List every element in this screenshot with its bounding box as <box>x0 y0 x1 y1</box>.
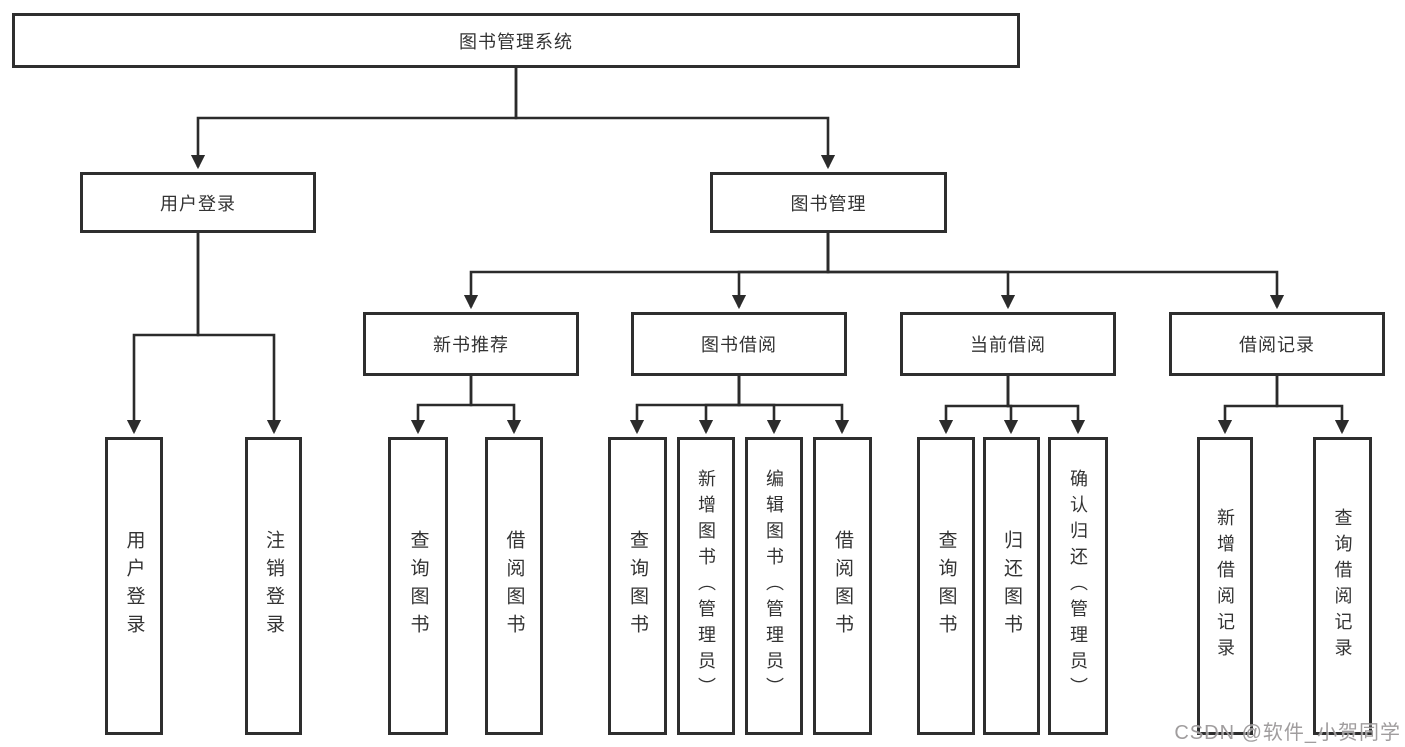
leaf-borrow-books-recommend-label: 借阅图书 <box>503 530 525 642</box>
leaf-user-login-label: 用户登录 <box>123 530 145 642</box>
leaf-edit-books-admin-label: 编辑图书（管理员） <box>764 469 784 703</box>
leaf-query-books-borrow: 查询图书 <box>608 437 667 735</box>
leaf-borrow-books-recommend: 借阅图书 <box>485 437 543 735</box>
node-current-borrow-label: 当前借阅 <box>970 335 1046 355</box>
node-root: 图书管理系统 <box>12 13 1020 68</box>
node-book-management: 图书管理 <box>710 172 947 233</box>
node-user-login-label: 用户登录 <box>160 193 236 214</box>
leaf-query-books-borrow-label: 查询图书 <box>627 530 648 642</box>
node-new-book-recommend-label: 新书推荐 <box>433 335 509 355</box>
node-root-label: 图书管理系统 <box>459 31 573 52</box>
leaf-query-borrow-record-label: 查询借阅记录 <box>1332 508 1353 664</box>
leaf-query-books-current: 查询图书 <box>917 437 975 735</box>
csdn-watermark: CSDN @软件_小贺同学 <box>1174 722 1401 744</box>
node-new-book-recommend: 新书推荐 <box>363 312 579 376</box>
leaf-return-books: 归还图书 <box>983 437 1040 735</box>
leaf-query-books-current-label: 查询图书 <box>935 530 957 642</box>
node-user-login: 用户登录 <box>80 172 316 233</box>
leaf-return-books-label: 归还图书 <box>1001 530 1022 642</box>
leaf-add-borrow-record: 新增借阅记录 <box>1197 437 1253 735</box>
leaf-add-borrow-record-label: 新增借阅记录 <box>1215 508 1235 664</box>
leaf-query-books-recommend-label: 查询图书 <box>407 530 429 642</box>
leaf-query-borrow-record: 查询借阅记录 <box>1313 437 1372 735</box>
leaf-logout: 注销登录 <box>245 437 302 735</box>
node-book-management-label: 图书管理 <box>790 193 867 214</box>
node-book-borrow-label: 图书借阅 <box>701 335 777 355</box>
leaf-add-books-admin-label: 新增图书（管理员） <box>696 469 716 703</box>
leaf-query-books-recommend: 查询图书 <box>388 437 448 735</box>
leaf-borrow-books: 借阅图书 <box>813 437 872 735</box>
node-book-borrow: 图书借阅 <box>631 312 847 376</box>
leaf-logout-label: 注销登录 <box>263 530 284 642</box>
node-borrow-records: 借阅记录 <box>1169 312 1385 376</box>
leaf-borrow-books-label: 借阅图书 <box>832 530 853 642</box>
leaf-confirm-return-admin-label: 确认归还（管理员） <box>1068 469 1088 703</box>
leaf-user-login: 用户登录 <box>105 437 163 735</box>
node-borrow-records-label: 借阅记录 <box>1239 335 1315 355</box>
node-current-borrow: 当前借阅 <box>900 312 1116 376</box>
leaf-edit-books-admin: 编辑图书（管理员） <box>745 437 803 735</box>
leaf-confirm-return-admin: 确认归还（管理员） <box>1048 437 1108 735</box>
leaf-add-books-admin: 新增图书（管理员） <box>677 437 735 735</box>
